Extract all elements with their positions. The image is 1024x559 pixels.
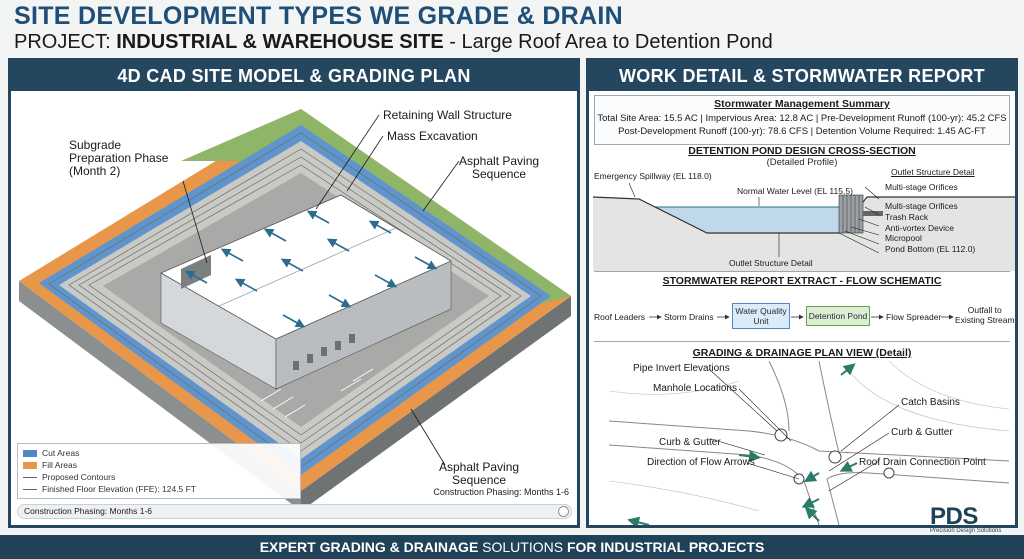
proposed-contours [48,132,542,468]
summary-line-1: Total Site Area: 15.5 AC | Impervious Ar… [597,113,1007,124]
flow-spreader: Flow Spreader [886,312,942,322]
footer-bold-2: FOR INDUSTRIAL PROJECTS [566,539,765,555]
label-pond-bottom: Pond Bottom (EL 112.0) [885,244,976,254]
roof-drainage-arrows [184,210,438,328]
footer-banner: EXPERT GRADING & DRAINAGE SOLUTIONS FOR … [0,535,1024,559]
fill-swatch [23,461,37,469]
section-divider-1 [594,271,1010,272]
retaining-wall [181,255,211,289]
page-title: SITE DEVELOPMENT TYPES WE GRADE & DRAIN [14,2,623,30]
footer-light: SOLUTIONS [478,539,567,555]
label-manhole: Manhole Locations [653,383,737,394]
label-micropool: Micropool [885,233,922,243]
flow-outfall: Outfall to Existing Stream [955,305,1015,325]
ground-profile [593,197,1015,271]
summary-line-2: Post-Development Runoff (100-yr): 78.6 C… [618,126,986,137]
flow-wq-unit: Water Quality Unit [732,303,790,329]
label-orifices-2: Multi-stage Orifices [885,201,958,211]
flow-storm-drains: Storm Drains [664,312,714,322]
label-curb-gutter-right: Curb & Gutter [891,427,953,438]
callout-asphalt-bottom: Asphalt Paving Sequence [439,460,520,487]
label-roof-drain: Roof Drain Connection Point [859,457,986,468]
plan-view-drawing [608,361,1010,525]
plan-contours [608,361,1010,512]
timeline-handle[interactable] [558,506,569,517]
manholes [774,428,895,485]
section-divider-2 [594,341,1010,342]
callout-mass-excavation: Mass Excavation [387,129,478,143]
label-flow-arrows: Direction of Flow Arrows [647,457,755,468]
label-water-level: Normal Water Level (EL 115.5) [737,186,853,196]
outlet-pipe [863,211,883,216]
flow-roof-leaders: Roof Leaders [594,312,646,322]
pond-cross-section-drawing [592,182,1015,271]
pond-water [655,207,851,233]
legend-contours: Proposed Contours [23,471,295,483]
isometric-site-model [19,109,571,511]
stormwater-panel-title: WORK DETAIL & STORMWATER REPORT [589,61,1015,91]
callout-asphalt-top: Asphalt Paving Sequence [459,154,540,181]
label-catch-basins: Catch Basins [901,397,960,408]
contour-swatch [23,476,37,478]
timeline-label: Construction Phasing: Months 1-6 [24,506,153,516]
site-model-panel: 4D CAD SITE MODEL & GRADING PLAN [8,58,580,528]
callout-leaders [182,114,460,466]
callout-retaining-wall: Retaining Wall Structure [383,108,512,122]
footer-bold-1: EXPERT GRADING & DRAINAGE [259,539,479,555]
trash-rack [842,195,860,233]
logo-text: PDS [930,503,978,530]
map-legend: Cut Areas Fill Areas Proposed Contours F… [17,443,301,499]
warehouse-roof [160,194,452,340]
callout-subgrade: Subgrade Preparation Phase (Month 2) [69,138,169,178]
label-pipe-invert: Pipe Invert Elevations [633,363,730,374]
stormwater-summary: Stormwater Management Summary Total Site… [594,95,1010,145]
loading-docks [293,334,355,370]
parking-stripes [260,368,374,418]
page-subtitle: PROJECT: INDUSTRIAL & WAREHOUSE SITE - L… [14,31,773,54]
site-model-canvas: Retaining Wall Structure Mass Excavation… [11,91,577,525]
label-outlet-detail-bottom: Outlet Structure Detail [729,258,813,268]
site-block-right-side [301,296,571,511]
label-curb-gutter-left: Curb & Gutter [659,437,721,448]
label-orifices-1: Multi-stage Orifices [885,182,958,192]
phasing-label: Construction Phasing: Months 1-6 [433,487,569,497]
flow-arrows-drawing [649,314,954,320]
plan-flow-arrows [627,363,858,525]
subtitle-project: INDUSTRIAL & WAREHOUSE SITE [116,31,444,53]
stormwater-report-panel: WORK DETAIL & STORMWATER REPORT Stormwat… [586,58,1018,528]
legend-ffe: Finished Floor Elevation (FFE): 124.5 FT [23,483,295,495]
flow-schematic-title: STORMWATER REPORT EXTRACT - FLOW SCHEMAT… [662,275,942,287]
cross-section-leaders [628,182,880,257]
legend-fill: Fill Areas [23,459,295,471]
subtitle-prefix: PROJECT: [14,31,117,53]
subtitle-suffix: - Large Roof Area to Detention Pond [443,31,773,53]
label-trash-rack: Trash Rack [885,212,929,222]
logo-subtitle: Precision Design Solutions [930,528,1002,534]
pond-cross-section-title: DETENTION POND DESIGN CROSS-SECTION (Det… [688,145,916,168]
pds-logo: PDS Precision Design Solutions [930,503,1020,537]
construction-timeline-slider[interactable]: Construction Phasing: Months 1-6 [17,504,572,519]
roof-ridge [218,227,397,307]
ffe-swatch [23,488,37,490]
plan-view-title: GRADING & DRAINAGE PLAN VIEW (Detail) [692,347,912,359]
flow-detention-pond: Detention Pond [806,306,870,326]
ground-line [592,196,1015,234]
site-model-panel-title: 4D CAD SITE MODEL & GRADING PLAN [11,61,577,91]
legend-cut: Cut Areas [23,447,295,459]
cut-swatch [23,449,37,457]
label-outlet-detail-top: Outlet Structure Detail [891,167,975,177]
label-anti-vortex: Anti-vortex Device [885,223,954,233]
summary-title: Stormwater Management Summary [714,98,890,110]
plan-leaders [708,368,900,492]
label-spillway: Emergency Spillway (EL 118.0) [594,171,712,181]
